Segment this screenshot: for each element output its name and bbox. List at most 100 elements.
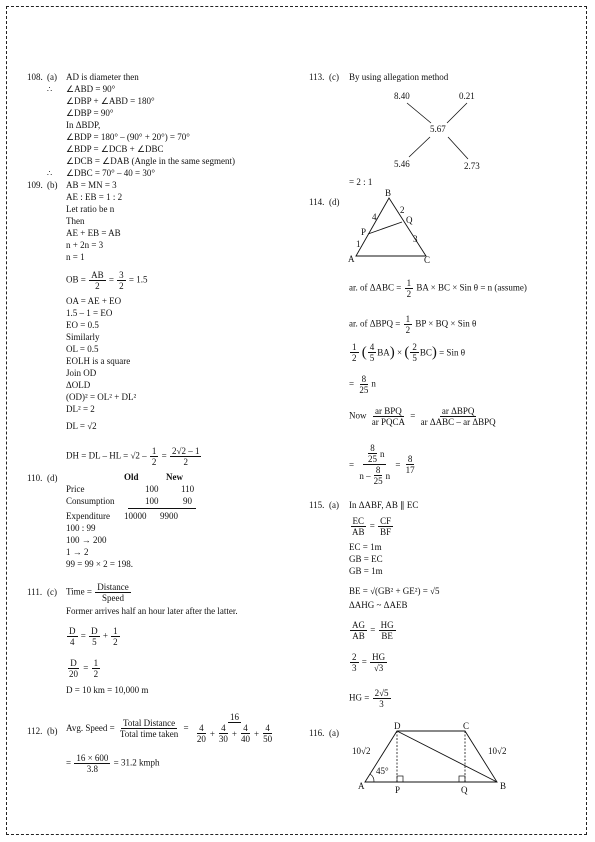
solution-line: Join OD	[66, 368, 97, 378]
eq-lhs: Avg. Speed =	[66, 723, 115, 733]
solution-line: ∠ABD = 90°	[66, 84, 116, 94]
solution-line: ΔOLD	[66, 380, 91, 390]
solution-line: n = 1	[66, 252, 85, 262]
column-header-old: Old	[124, 472, 139, 482]
section-title: In ΔABF, AB ∥ EC	[349, 500, 419, 510]
answer-option: (a)	[329, 728, 339, 738]
solution-line: OA = AE + EO	[66, 296, 122, 306]
row-new-value: 9900	[160, 511, 178, 521]
row-old-value: 100	[145, 496, 159, 506]
solution-line: GB = EC	[349, 554, 383, 564]
solution-line: ∠BDP = 180° – (90° + 20°) = 70°	[66, 132, 190, 142]
answer-option: (c)	[47, 587, 57, 597]
solution-line: ∠DCB = ∠DAB (Angle in the same segment)	[66, 156, 235, 166]
answer-option: (a)	[47, 72, 57, 82]
solution-line: 100 : 99	[66, 523, 96, 533]
row-label: Expenditure	[66, 511, 110, 521]
eq-lhs: OB =	[66, 274, 86, 285]
row-old-value: 10000	[124, 511, 147, 521]
solution-line: = 2 : 1	[349, 177, 373, 187]
solution-line: Former arrives half an hour later after …	[66, 606, 238, 616]
alligation-bottom-left: 5.46	[394, 159, 410, 169]
question-number: 114.	[309, 197, 325, 207]
solution-line: AE : EB = 1 : 2	[66, 192, 123, 202]
solution-line: (OD)² = OL² + DL²	[66, 392, 137, 402]
question-number: 113.	[309, 72, 325, 82]
page-border	[6, 6, 587, 835]
solution-line: EC = 1m	[349, 542, 382, 552]
solution-line: ∠DBP = 90°	[66, 108, 114, 118]
solution-line: BE = √(GB² + GE²) = √5	[349, 586, 440, 596]
row-new-value: 110	[181, 484, 195, 494]
equals: =	[108, 274, 114, 285]
row-new-value: 90	[183, 496, 192, 506]
solution-line: D = 10 km = 10,000 m	[66, 685, 149, 695]
solution-line: Similarly	[66, 332, 100, 342]
answer-option: (b)	[47, 726, 58, 736]
solution-line: 100 → 200	[66, 535, 107, 545]
solution-line: AE + EB = AB	[66, 228, 121, 238]
alligation-top-right: 0.21	[459, 91, 475, 101]
equals: =	[161, 450, 167, 461]
therefore-symbol: ∴	[47, 169, 53, 178]
alligation-mean: 5.67	[430, 124, 446, 134]
solution-line: AB = MN = 3	[66, 180, 117, 190]
question-number: 115.	[309, 500, 325, 510]
answer-option: (b)	[47, 180, 58, 190]
alligation-bottom-right: 2.73	[464, 161, 480, 171]
solution-line: OL = 0.5	[66, 344, 99, 354]
question-number: 116.	[309, 728, 325, 738]
column-header-new: New	[166, 472, 183, 482]
row-label: Consumption	[66, 496, 115, 506]
solution-line: AD is diameter then	[66, 72, 139, 82]
eq-lhs: DH = DL – HL = √2 –	[66, 450, 147, 461]
question-number: 110.	[27, 473, 43, 483]
solution-line: GB = 1m	[349, 566, 383, 576]
solution-line: 1.5 – 1 = EO	[66, 308, 113, 318]
solution-line: EO = 0.5	[66, 320, 99, 330]
underline	[128, 508, 196, 509]
solution-line: ∠DBP + ∠ABD = 180°	[66, 96, 155, 106]
solution-line: ΔAHG ~ ΔAEB	[349, 600, 408, 610]
answer-option: (c)	[329, 72, 339, 82]
eq-lhs: Time =	[66, 586, 93, 597]
solution-line: Let ratio be n	[66, 204, 115, 214]
question-number: 108.	[27, 72, 43, 82]
solution-line: ∠DBC = 70° – 40 = 30°	[66, 168, 155, 178]
eq-result: = 1.5	[128, 274, 148, 285]
alligation-top-left: 8.40	[394, 91, 410, 101]
solution-line: 1 → 2	[66, 547, 89, 557]
solution-line: In ΔBDP,	[66, 120, 101, 130]
solution-line: DL = √2	[66, 421, 97, 431]
question-number: 112.	[27, 726, 43, 736]
solution-line: EOLH is a square	[66, 356, 131, 366]
row-old-value: 100	[145, 484, 159, 494]
row-label: Price	[66, 484, 85, 494]
